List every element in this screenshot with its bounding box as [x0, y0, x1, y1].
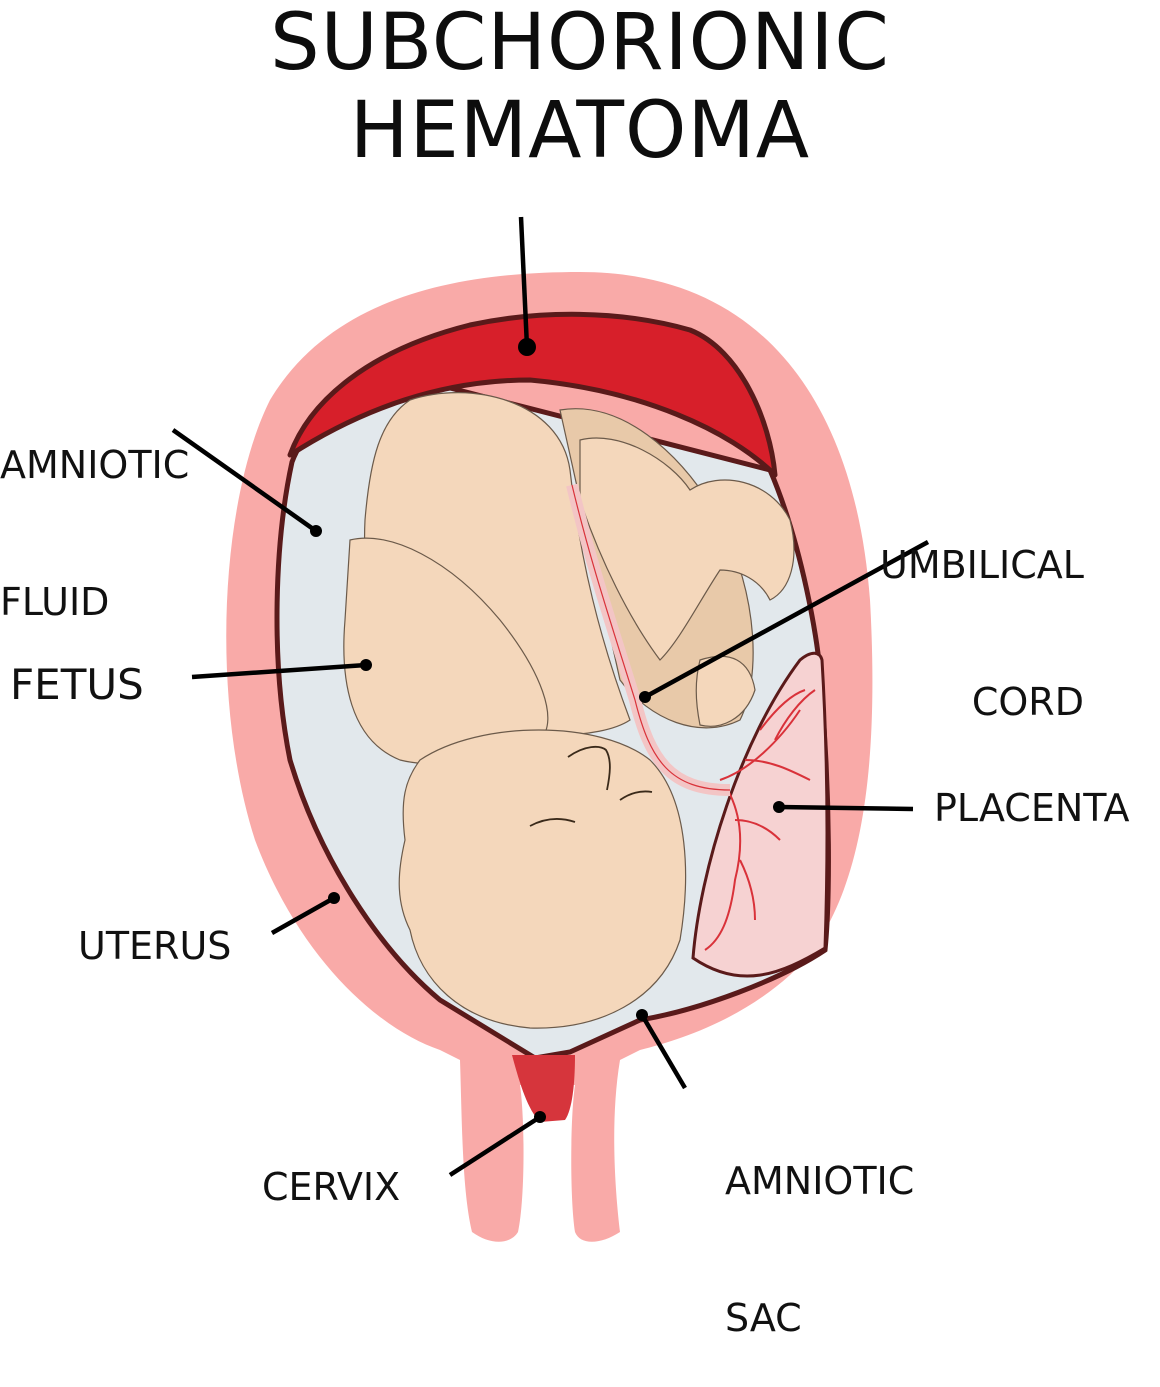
title-line-2: HEMATOMA	[349, 86, 811, 176]
leader-lines	[171, 216, 930, 1177]
fetus	[343, 392, 795, 1029]
cervix-blood	[512, 1055, 575, 1122]
label-cervix: CERVIX	[262, 1165, 401, 1209]
umbilical-cord-edge	[571, 484, 731, 791]
label-placenta: PLACENTA	[934, 786, 1130, 830]
label-amniotic-sac-line2: SAC	[725, 1295, 802, 1340]
title-line-1: SUBCHORIONIC	[270, 0, 890, 88]
label-umbilical-cord-line1: UMBILICAL	[880, 543, 1084, 588]
uterus-diagram	[171, 216, 930, 1242]
label-umbilical-cord-line2: CORD	[971, 679, 1084, 724]
label-fetus: FETUS	[10, 660, 144, 709]
label-amniotic-fluid: AMNIOTIC FLUID	[0, 352, 189, 671]
placenta-vessels	[704, 689, 816, 951]
label-amniotic-sac: AMNIOTIC SAC	[725, 1068, 914, 1387]
label-amniotic-sac-line1: AMNIOTIC	[725, 1159, 915, 1204]
hematoma	[287, 311, 778, 478]
label-uterus: UTERUS	[78, 924, 232, 968]
placenta	[691, 651, 829, 978]
label-umbilical-cord: UMBILICAL CORD	[880, 452, 1084, 771]
label-amniotic-fluid-line1: AMNIOTIC	[0, 443, 190, 488]
label-amniotic-fluid-line2: FLUID	[0, 579, 110, 624]
